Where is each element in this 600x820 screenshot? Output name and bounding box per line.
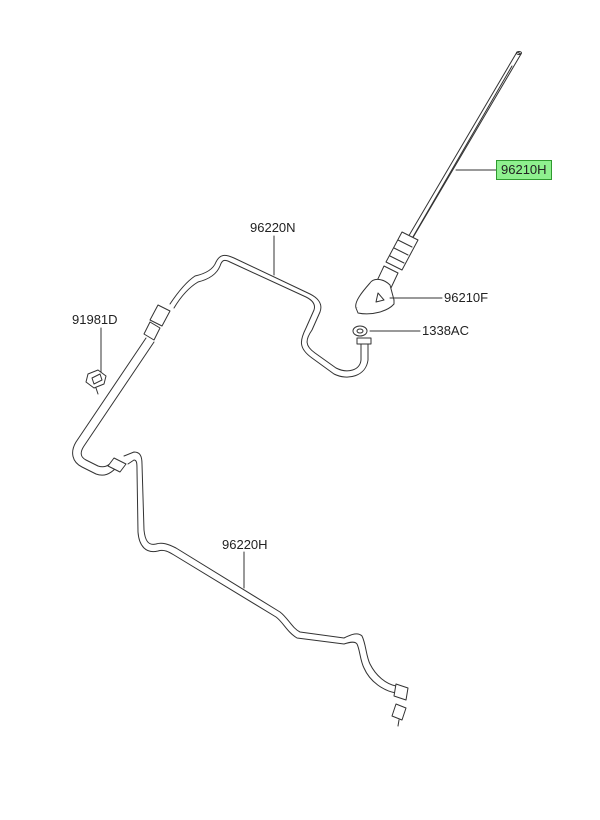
antenna-mast[interactable] [385, 51, 522, 271]
antenna-nut[interactable] [352, 325, 368, 337]
part-label-96210f[interactable]: 96210F [444, 290, 489, 305]
part-label-96220h[interactable]: 96220H [222, 537, 268, 552]
part-label-91981d[interactable]: 91981D [72, 312, 118, 327]
feeder-cable-middle[interactable] [72, 304, 171, 476]
part-label-1338ac[interactable]: 1338AC [422, 323, 469, 338]
feeder-cable-lower[interactable] [123, 451, 409, 727]
part-label-96220n[interactable]: 96220N [250, 220, 296, 235]
cable-clip[interactable] [85, 369, 107, 395]
feeder-cable-upper[interactable] [169, 254, 372, 378]
antenna-pad[interactable] [355, 265, 399, 315]
leader-lines [100, 169, 497, 589]
part-label-96210h[interactable]: 96210H [496, 160, 552, 180]
